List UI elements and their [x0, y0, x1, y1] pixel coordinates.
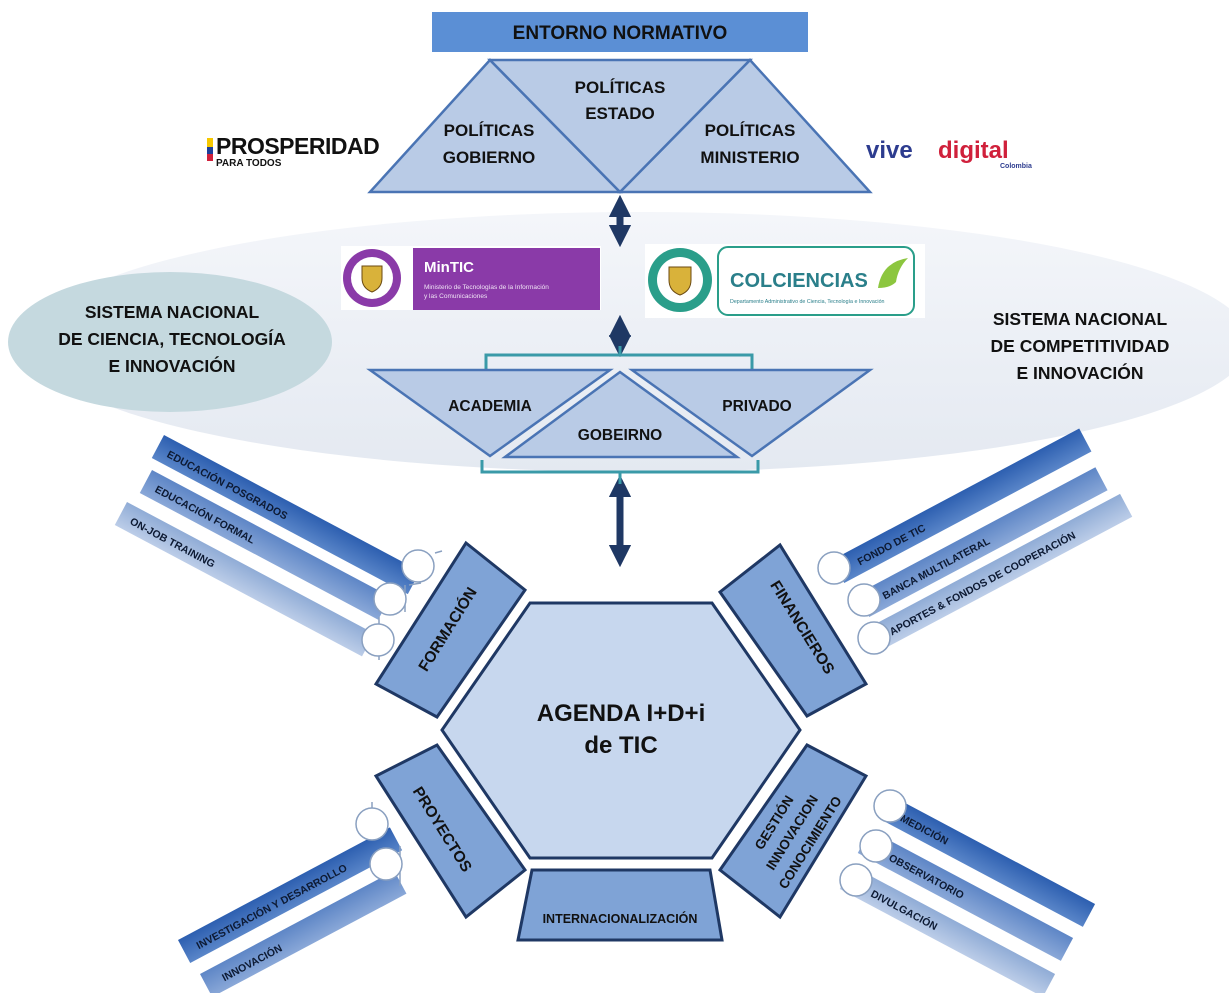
pillar-internacionalizacion [516, 868, 724, 942]
science-system-line2: DE CIENCIA, TECNOLOGÍA [58, 328, 286, 349]
pillar-gestion [717, 743, 869, 920]
vive-digital-sub: Colombia [1000, 163, 1032, 170]
policy-estado-line1: POLÍTICAS [575, 78, 666, 97]
mintic-logo: MinTIC Ministerio de Tecnologías de la I… [341, 246, 601, 310]
connector-observatorio [859, 829, 893, 863]
colciencias-line1: Departamento Administrativo de Ciencia, … [730, 299, 885, 305]
helix-privado-label: PRIVADO [722, 398, 791, 415]
science-system-line3: E INNOVACIÓN [108, 355, 235, 376]
helix-academia-label: ACADEMIA [448, 398, 532, 415]
policy-estado-line2: ESTADO [585, 104, 655, 123]
connector-formal [373, 582, 407, 616]
mintic-line1: Ministerio de Tecnologías de la Informac… [424, 284, 549, 291]
connector-fondo-tic [817, 551, 851, 585]
connector-on-job [361, 623, 395, 657]
prosperidad-sub: PARA TODOS [216, 158, 282, 169]
policy-ministerio-line2: MINISTERIO [700, 148, 799, 167]
pillar-proyectos [373, 743, 528, 920]
mintic-name: MinTIC [424, 259, 474, 276]
colciencias-logo: COLCIENCIAS Departamento Administrativo … [645, 244, 925, 318]
pillar-internacionalizacion-label: INTERNACIONALIZACIÓN [543, 911, 698, 926]
policy-triangles [367, 58, 873, 194]
header-title: ENTORNO NORMATIVO [513, 23, 728, 44]
agenda-title-line1: AGENDA I+D+i [537, 700, 705, 727]
pillar-formacion [373, 540, 528, 719]
science-system-line1: SISTEMA NACIONAL [85, 302, 260, 322]
connector-innovacion [369, 847, 403, 881]
policy-gobierno-line2: GOBIERNO [443, 148, 536, 167]
competitiveness-system-line3: E INNOVACIÓN [1016, 362, 1143, 383]
header-banner [432, 12, 808, 52]
helix-brackets [480, 346, 760, 484]
connector-posgrados [401, 549, 435, 583]
connector-medicion [873, 789, 907, 823]
digital-word: digital [938, 137, 1009, 164]
helix-academia [366, 368, 614, 458]
vive-word: vive [866, 137, 913, 164]
connector-banca [847, 583, 881, 617]
prosperidad-logo: PROSPERIDAD PARA TODOS [207, 133, 380, 169]
policy-gobierno-line1: POLÍTICAS [444, 121, 535, 140]
formacion-bars: EDUCACIÓN POSGRADOS EDUCACIÓN FORMAL ON-… [114, 435, 443, 660]
science-system-ellipse [8, 272, 332, 412]
helix-gobierno-label: GOBEIRNO [578, 427, 662, 444]
colciencias-name: COLCIENCIAS [730, 270, 868, 292]
policy-ministerio-line1: POLÍTICAS [705, 121, 796, 140]
gestion-bars: MEDICIÓN OBSERVATORIO DIVULGACIÓN [839, 789, 1096, 993]
helix-privado [628, 368, 874, 458]
competitiveness-system-line2: DE COMPETITIVIDAD [991, 336, 1170, 356]
agenda-hexagon [440, 601, 802, 860]
competitiveness-system-line1: SISTEMA NACIONAL [993, 309, 1168, 329]
agenda-title-line2: de TIC [584, 732, 657, 759]
pillar-financieros [717, 542, 869, 718]
prosperidad-main: PROSPERIDAD [216, 133, 379, 159]
financieros-bars: FONDO DE TIC BANCA MULTILATERAL APORTES … [817, 428, 1133, 655]
helix-gobierno [501, 370, 741, 459]
policy-triangle-estado [487, 58, 753, 194]
connector-investigacion [355, 807, 389, 841]
mintic-line2: y las Comunicaciones [424, 293, 488, 300]
vive-digital-logo: vive digital Colombia [866, 137, 1032, 170]
connector-divulgacion [839, 863, 873, 897]
connector-aportes [857, 621, 891, 655]
proyectos-bars: INVESTIGACIÓN Y DESARROLLO INNOVACIÓN [178, 802, 407, 993]
